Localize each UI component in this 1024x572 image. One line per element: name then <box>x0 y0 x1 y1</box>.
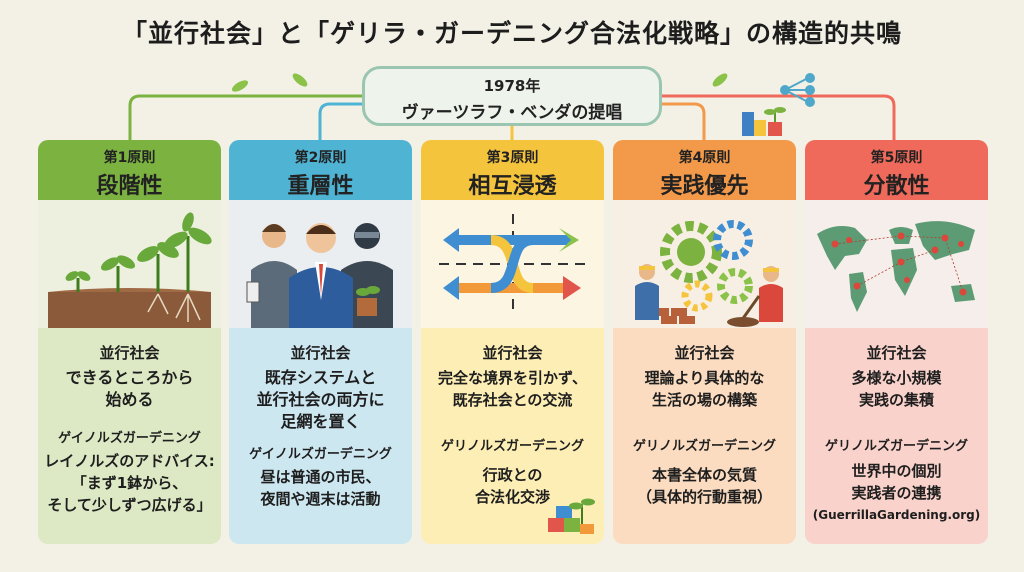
principle-label: 第4原則 <box>678 150 731 166</box>
parallel-society-label: 並行社会 <box>99 344 160 362</box>
text-line: 始める <box>105 390 154 409</box>
parallel-society-text: 既存システムと 並行社会の両方に 足網を置く <box>229 367 412 433</box>
principle-body: 並行社会 既存システムと 並行社会の両方に 足網を置く ゲイノルズガーデニング … <box>229 328 412 544</box>
website-label: (GuerrillaGardening.org) <box>812 508 981 522</box>
guerrilla-gardening-text: 世界中の個別 実践者の連携 (GuerrillaGardening.org) <box>805 460 988 526</box>
text-line: 多様な小規模 <box>851 369 942 387</box>
guerrilla-gardening-text: 昼は普通の市民、 夜間や週末は活動 <box>229 466 412 510</box>
text-line: 並行社会の両方に <box>256 390 385 409</box>
principle-header: 第1原則 段階性 <box>38 140 221 200</box>
principle-name: 重層性 <box>287 174 354 199</box>
principle-body: 並行社会 多様な小規模 実践の集積 ゲリノルズガーデニング 世界中の個別 実践者… <box>805 328 988 544</box>
principle-header: 第3原則 相互浸透 <box>421 140 604 200</box>
text-line: 夜間や週末は活動 <box>260 490 381 508</box>
gears-and-workers-icon <box>613 200 796 328</box>
parallel-society-text: 理論より具体的な 生活の場の構築 <box>613 367 796 411</box>
text-line: 生活の場の構築 <box>651 391 757 409</box>
principle-header: 第5原則 分散性 <box>805 140 988 200</box>
principle-body: 並行社会 完全な境界を引かず、 既存社会との交流 ゲリノルズガーデニング 行政と… <box>421 328 604 544</box>
text-line: そして少しずつ広げる」 <box>47 496 212 514</box>
principle-body: 並行社会 できるところから 始める ゲイノルズガーデニング レイノルズのアドバイ… <box>38 328 221 544</box>
text-line: 「まず1鉢から、 <box>71 474 188 492</box>
principle-label: 第3原則 <box>486 150 539 166</box>
principle-name: 相互浸透 <box>468 174 557 199</box>
text-line: できるところから <box>65 368 194 387</box>
guerrilla-gardening-label: ゲリノルズガーデニング <box>632 439 776 454</box>
guerrilla-gardening-label: ゲリノルズガーデニング <box>440 439 584 454</box>
guerrilla-gardening-text: 本書全体の気質 （具体的行動重視） <box>613 464 796 508</box>
text-line: 合法化交渉 <box>474 488 550 506</box>
leaf-icon <box>231 73 728 92</box>
parallel-society-text: 多様な小規模 実践の集積 <box>805 367 988 411</box>
page-title: 「並行社会」と「ゲリラ・ガーデニング合法化戦略」の構造的共鳴 <box>121 19 902 48</box>
proposer-box: 1978年 ヴァーツラフ・ベンダの提唱 <box>362 66 662 126</box>
parallel-society-text: 完全な境界を引かず、 既存社会との交流 <box>421 367 604 411</box>
principle-card-3: 第3原則 相互浸透 並行社会 完全な境界を引かず、 既存社会との交流 ゲリノルズ… <box>421 140 604 544</box>
principle-header: 第2原則 重層性 <box>229 140 412 200</box>
principle-body: 並行社会 理論より具体的な 生活の場の構築 ゲリノルズガーデニング 本書全体の気… <box>613 328 796 544</box>
seedlings-growing-icon <box>38 200 221 328</box>
principle-name: 分散性 <box>863 174 930 199</box>
blocks-plant-icon <box>742 107 786 136</box>
text-line: 本書全体の気質 <box>651 466 757 484</box>
text-line: 実践の集積 <box>858 391 934 409</box>
principle-name: 段階性 <box>96 174 163 199</box>
text-line: 既存システムと <box>264 368 377 387</box>
parallel-society-label: 並行社会 <box>866 344 927 362</box>
guerrilla-gardening-label: ゲリノルズガーデニング <box>824 439 968 454</box>
text-line: 行政との <box>482 466 543 484</box>
text-line: 実践者の連携 <box>851 484 942 502</box>
world-map-network-icon <box>805 200 988 328</box>
blocks-plant-icon <box>548 498 595 534</box>
interweaving-arrows-icon <box>421 200 604 328</box>
text-line: 昼は普通の市民、 <box>260 468 381 486</box>
parallel-society-label: 並行社会 <box>674 344 735 362</box>
parallel-society-label: 並行社会 <box>482 344 543 362</box>
text-line: 理論より具体的な <box>644 369 765 387</box>
text-line: 完全な境界を引かず、 <box>438 369 587 387</box>
guerrilla-gardening-text: レイノルズのアドバイス: 「まず1鉢から、 そして少しずつ広げる」 <box>38 450 221 516</box>
principle-header: 第4原則 実践優先 <box>613 140 796 200</box>
proposer-year: 1978年 <box>483 77 541 95</box>
text-line: （具体的行動重視） <box>636 488 772 506</box>
principle-card-1: 第1原則 段階性 並行社会 <box>38 140 221 544</box>
principle-card-4: 第4原則 実践優先 並行社会 理論より具体的な 生活の場の構 <box>613 140 796 544</box>
guerrilla-gardening-label: ゲイノルズガーデニング <box>58 431 201 446</box>
text-line: レイノルズのアドバイス: <box>44 452 215 470</box>
citizens-and-masked-gardener-icon <box>229 200 412 328</box>
network-icon <box>780 73 815 107</box>
text-line: 既存社会との交流 <box>452 391 573 409</box>
parallel-society-label: 並行社会 <box>290 344 351 362</box>
principle-label: 第1原則 <box>103 150 156 166</box>
guerrilla-gardening-text: 行政との 合法化交渉 <box>421 464 604 508</box>
principle-label: 第5原則 <box>870 150 923 166</box>
principle-card-2: 第2原則 重層性 並行社会 既存システムと 並行社会の <box>229 140 412 544</box>
guerrilla-gardening-label: ゲイノルズガーデニング <box>249 447 392 462</box>
parallel-society-text: できるところから 始める <box>38 367 221 411</box>
principle-card-5: 第5原則 分散性 並行社会 <box>805 140 988 544</box>
principle-label: 第2原則 <box>294 150 347 166</box>
proposer-name: ヴァーツラフ・ベンダの提唱 <box>401 103 623 123</box>
text-line: 世界中の個別 <box>851 462 942 480</box>
text-line: 足網を置く <box>280 412 361 431</box>
principle-name: 実践優先 <box>660 174 749 199</box>
